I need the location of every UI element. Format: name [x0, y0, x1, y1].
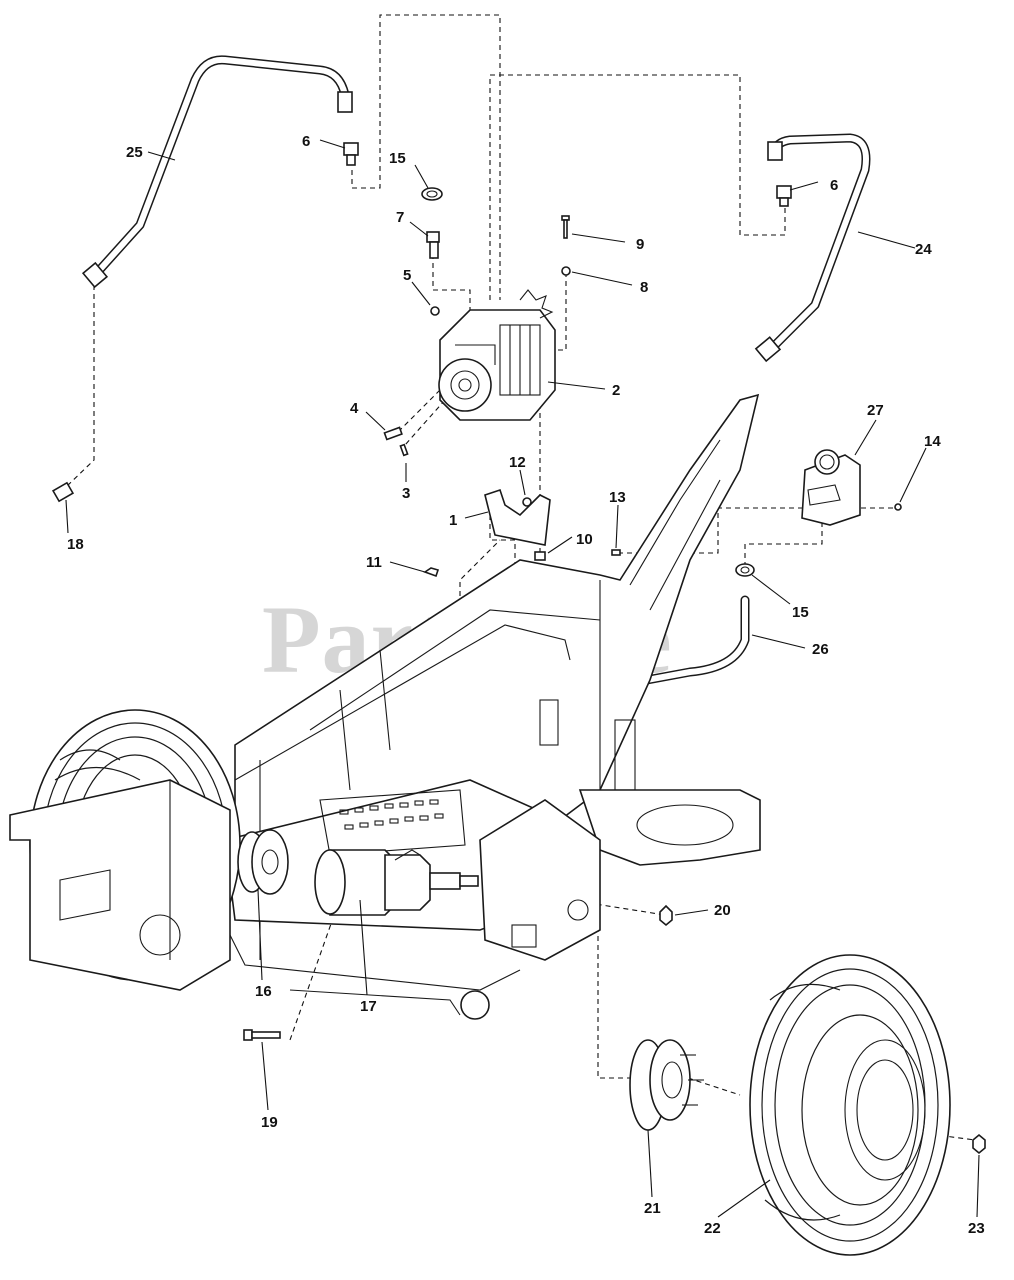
callout-10: 10 — [576, 531, 593, 548]
callout-2: 2 — [612, 382, 620, 399]
callout-22: 22 — [704, 1220, 721, 1237]
callout-1: 1 — [449, 512, 457, 529]
callout-12: 12 — [509, 454, 526, 471]
fitting-6-left — [343, 142, 359, 166]
callout-7: 7 — [396, 209, 404, 226]
right-tire-22 — [749, 954, 951, 1256]
callout-3: 3 — [402, 485, 410, 502]
bolt-9 — [561, 215, 570, 239]
washer-8 — [561, 266, 571, 276]
bracket-1 — [484, 488, 551, 546]
callout-24: 24 — [915, 241, 932, 258]
hydraulic-hose-25 — [81, 55, 353, 289]
callout-9: 9 — [636, 236, 644, 253]
callout-14: 14 — [924, 433, 941, 450]
callout-19: 19 — [261, 1114, 278, 1131]
callout-17: 17 — [360, 998, 377, 1015]
callout-5: 5 — [403, 267, 411, 284]
coupler-16 — [237, 829, 289, 895]
callout-6-left: 6 — [302, 133, 310, 150]
callout-20: 20 — [714, 902, 731, 919]
callout-11: 11 — [366, 554, 382, 571]
left-motor-housing — [9, 779, 231, 991]
callout-21: 21 — [644, 1200, 661, 1217]
stud-4 — [383, 426, 403, 441]
pin-3 — [399, 443, 409, 457]
nut-5 — [430, 306, 440, 316]
callout-26: 26 — [812, 641, 829, 658]
mower-frame — [224, 393, 761, 1020]
bolt-19 — [243, 1029, 281, 1041]
callout-4: 4 — [350, 400, 359, 417]
hydraulic-pump-2 — [438, 289, 556, 421]
wheel-motor-17 — [314, 849, 479, 916]
vent-holes — [339, 799, 444, 830]
hydraulic-hose-24 — [754, 133, 871, 363]
fitting-18 — [51, 481, 75, 503]
callout-leaders — [65, 139, 980, 1218]
callout-27: 27 — [867, 402, 884, 419]
screw-13 — [611, 549, 621, 556]
nut-23 — [972, 1133, 986, 1155]
reservoir-27 — [801, 449, 861, 526]
washer-12 — [522, 497, 532, 507]
callout-labels: 25 6 15 7 5 9 8 2 4 3 12 1 10 11 13 14 2… — [67, 133, 985, 1237]
fitting-6-right — [776, 185, 792, 207]
callout-15-right: 15 — [792, 604, 809, 621]
clamp-15-right — [735, 563, 755, 577]
nut-20 — [659, 904, 673, 927]
callout-23: 23 — [968, 1220, 985, 1237]
callout-6-right: 6 — [830, 177, 838, 194]
callout-25: 25 — [126, 144, 143, 161]
clamp-15-top — [421, 187, 443, 201]
fitting-7 — [426, 231, 440, 259]
bolt-11 — [423, 567, 440, 578]
callout-16: 16 — [255, 983, 272, 1000]
callout-15-top: 15 — [389, 150, 406, 167]
plug-14 — [894, 503, 902, 511]
wheel-hub-21 — [629, 1039, 704, 1131]
nut-10 — [534, 551, 546, 561]
callout-13: 13 — [609, 489, 626, 506]
callout-8: 8 — [640, 279, 648, 296]
callout-18: 18 — [67, 536, 84, 553]
